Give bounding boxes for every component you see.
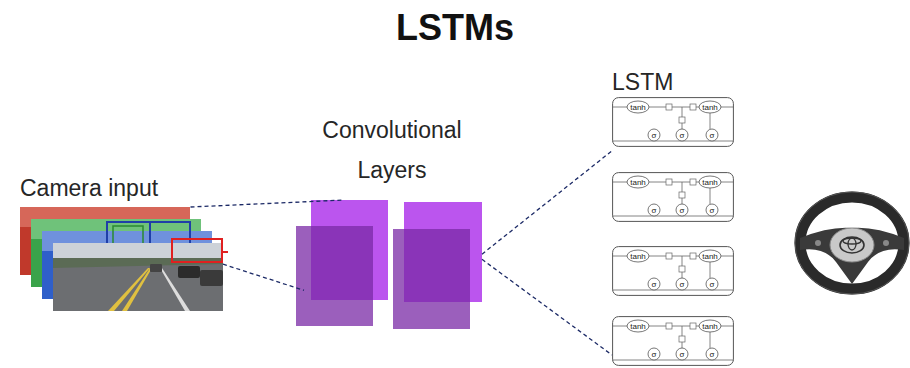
gate-label: σ bbox=[680, 206, 685, 215]
projection-connector bbox=[482, 151, 612, 355]
stage-graphic-area bbox=[20, 207, 223, 311]
gate-label: σ bbox=[710, 131, 715, 140]
gate-label: σ bbox=[652, 206, 657, 215]
gate-label: σ bbox=[680, 131, 685, 140]
stage-heading: Convolutional Layers bbox=[312, 110, 472, 190]
stage-heading: Camera input bbox=[20, 168, 220, 208]
gate-label: σ bbox=[710, 280, 715, 289]
gate-label: tanh bbox=[702, 252, 718, 261]
gate-label: σ bbox=[710, 350, 715, 359]
gate-label: tanh bbox=[630, 322, 646, 331]
gate-label: σ bbox=[652, 350, 657, 359]
network-stage: LSTM bbox=[605, 60, 740, 368]
network-stage: Camera input bbox=[18, 168, 228, 313]
network-stage: Convolutional Layers bbox=[290, 108, 490, 333]
camera-frames bbox=[20, 207, 228, 311]
gate-label: tanh bbox=[630, 252, 646, 261]
projection-connector bbox=[191, 200, 345, 290]
stage-heading: LSTM bbox=[612, 62, 737, 102]
gate-label: σ bbox=[680, 280, 685, 289]
gate-label: σ bbox=[652, 131, 657, 140]
gate-label: σ bbox=[652, 280, 657, 289]
gate-label: tanh bbox=[630, 103, 646, 112]
stage-graphic-area bbox=[296, 200, 482, 329]
lstm-cells bbox=[612, 98, 734, 366]
steering-wheel bbox=[795, 192, 909, 294]
gate-label: σ bbox=[680, 350, 685, 359]
gate-label: σ bbox=[710, 206, 715, 215]
conv-layers bbox=[296, 200, 482, 329]
gate-label: tanh bbox=[702, 103, 718, 112]
gate-label: tanh bbox=[630, 178, 646, 187]
diagram-title: LSTMs bbox=[0, 6, 910, 50]
gate-label: tanh bbox=[702, 322, 718, 331]
gate-label: tanh bbox=[702, 178, 718, 187]
